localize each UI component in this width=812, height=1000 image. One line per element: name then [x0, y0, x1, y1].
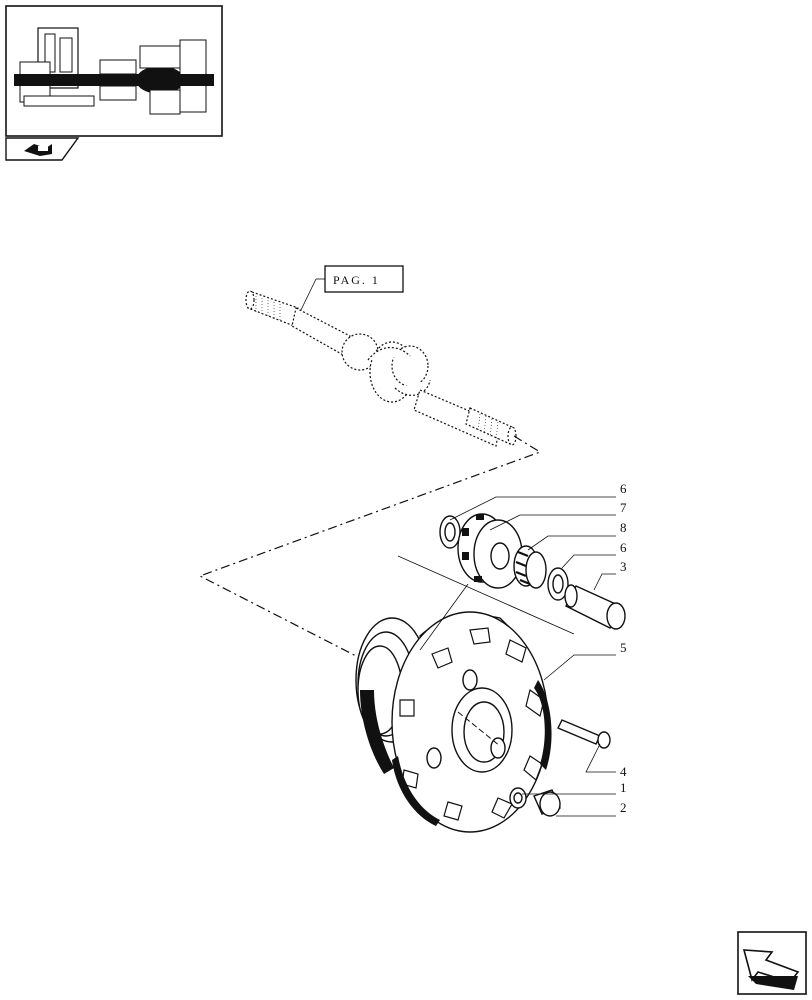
callout-1-washer: 1 — [620, 780, 627, 795]
planet-carrier-hub — [355, 611, 552, 833]
retaining-bolt — [557, 719, 611, 749]
tractor-section-icon — [24, 144, 52, 156]
page-reference-label: PAG. 1 — [333, 273, 380, 287]
next-page-button[interactable] — [737, 931, 807, 995]
callout-5-hub: 5 — [620, 640, 627, 655]
sealing-washer — [509, 787, 527, 809]
callout-7-gear: 7 — [620, 500, 627, 515]
leader-lines — [449, 496, 616, 817]
callout-labels: 6 7 8 6 3 5 4 1 2 — [620, 481, 627, 815]
callout-6-washer-b: 6 — [620, 540, 627, 555]
axle-thumbnail — [5, 5, 223, 137]
callout-8-bearing: 8 — [620, 520, 627, 535]
callout-6-washer: 6 — [620, 481, 627, 496]
assembly-path-line — [198, 435, 542, 659]
planet-gear — [457, 513, 523, 589]
drain-plug — [533, 789, 561, 817]
callout-3-pin: 3 — [620, 559, 627, 574]
needle-bearing — [513, 545, 547, 589]
section-tab[interactable] — [5, 137, 80, 161]
callout-4-bolt: 4 — [620, 764, 627, 779]
callout-2-plug: 2 — [620, 800, 627, 815]
planet-gear-set — [397, 513, 626, 651]
planet-pin — [564, 584, 626, 630]
drive-shaft-reference — [245, 290, 517, 447]
next-page-arrow-icon — [742, 949, 800, 990]
page-reference-box: PAG. 1 — [299, 265, 404, 313]
